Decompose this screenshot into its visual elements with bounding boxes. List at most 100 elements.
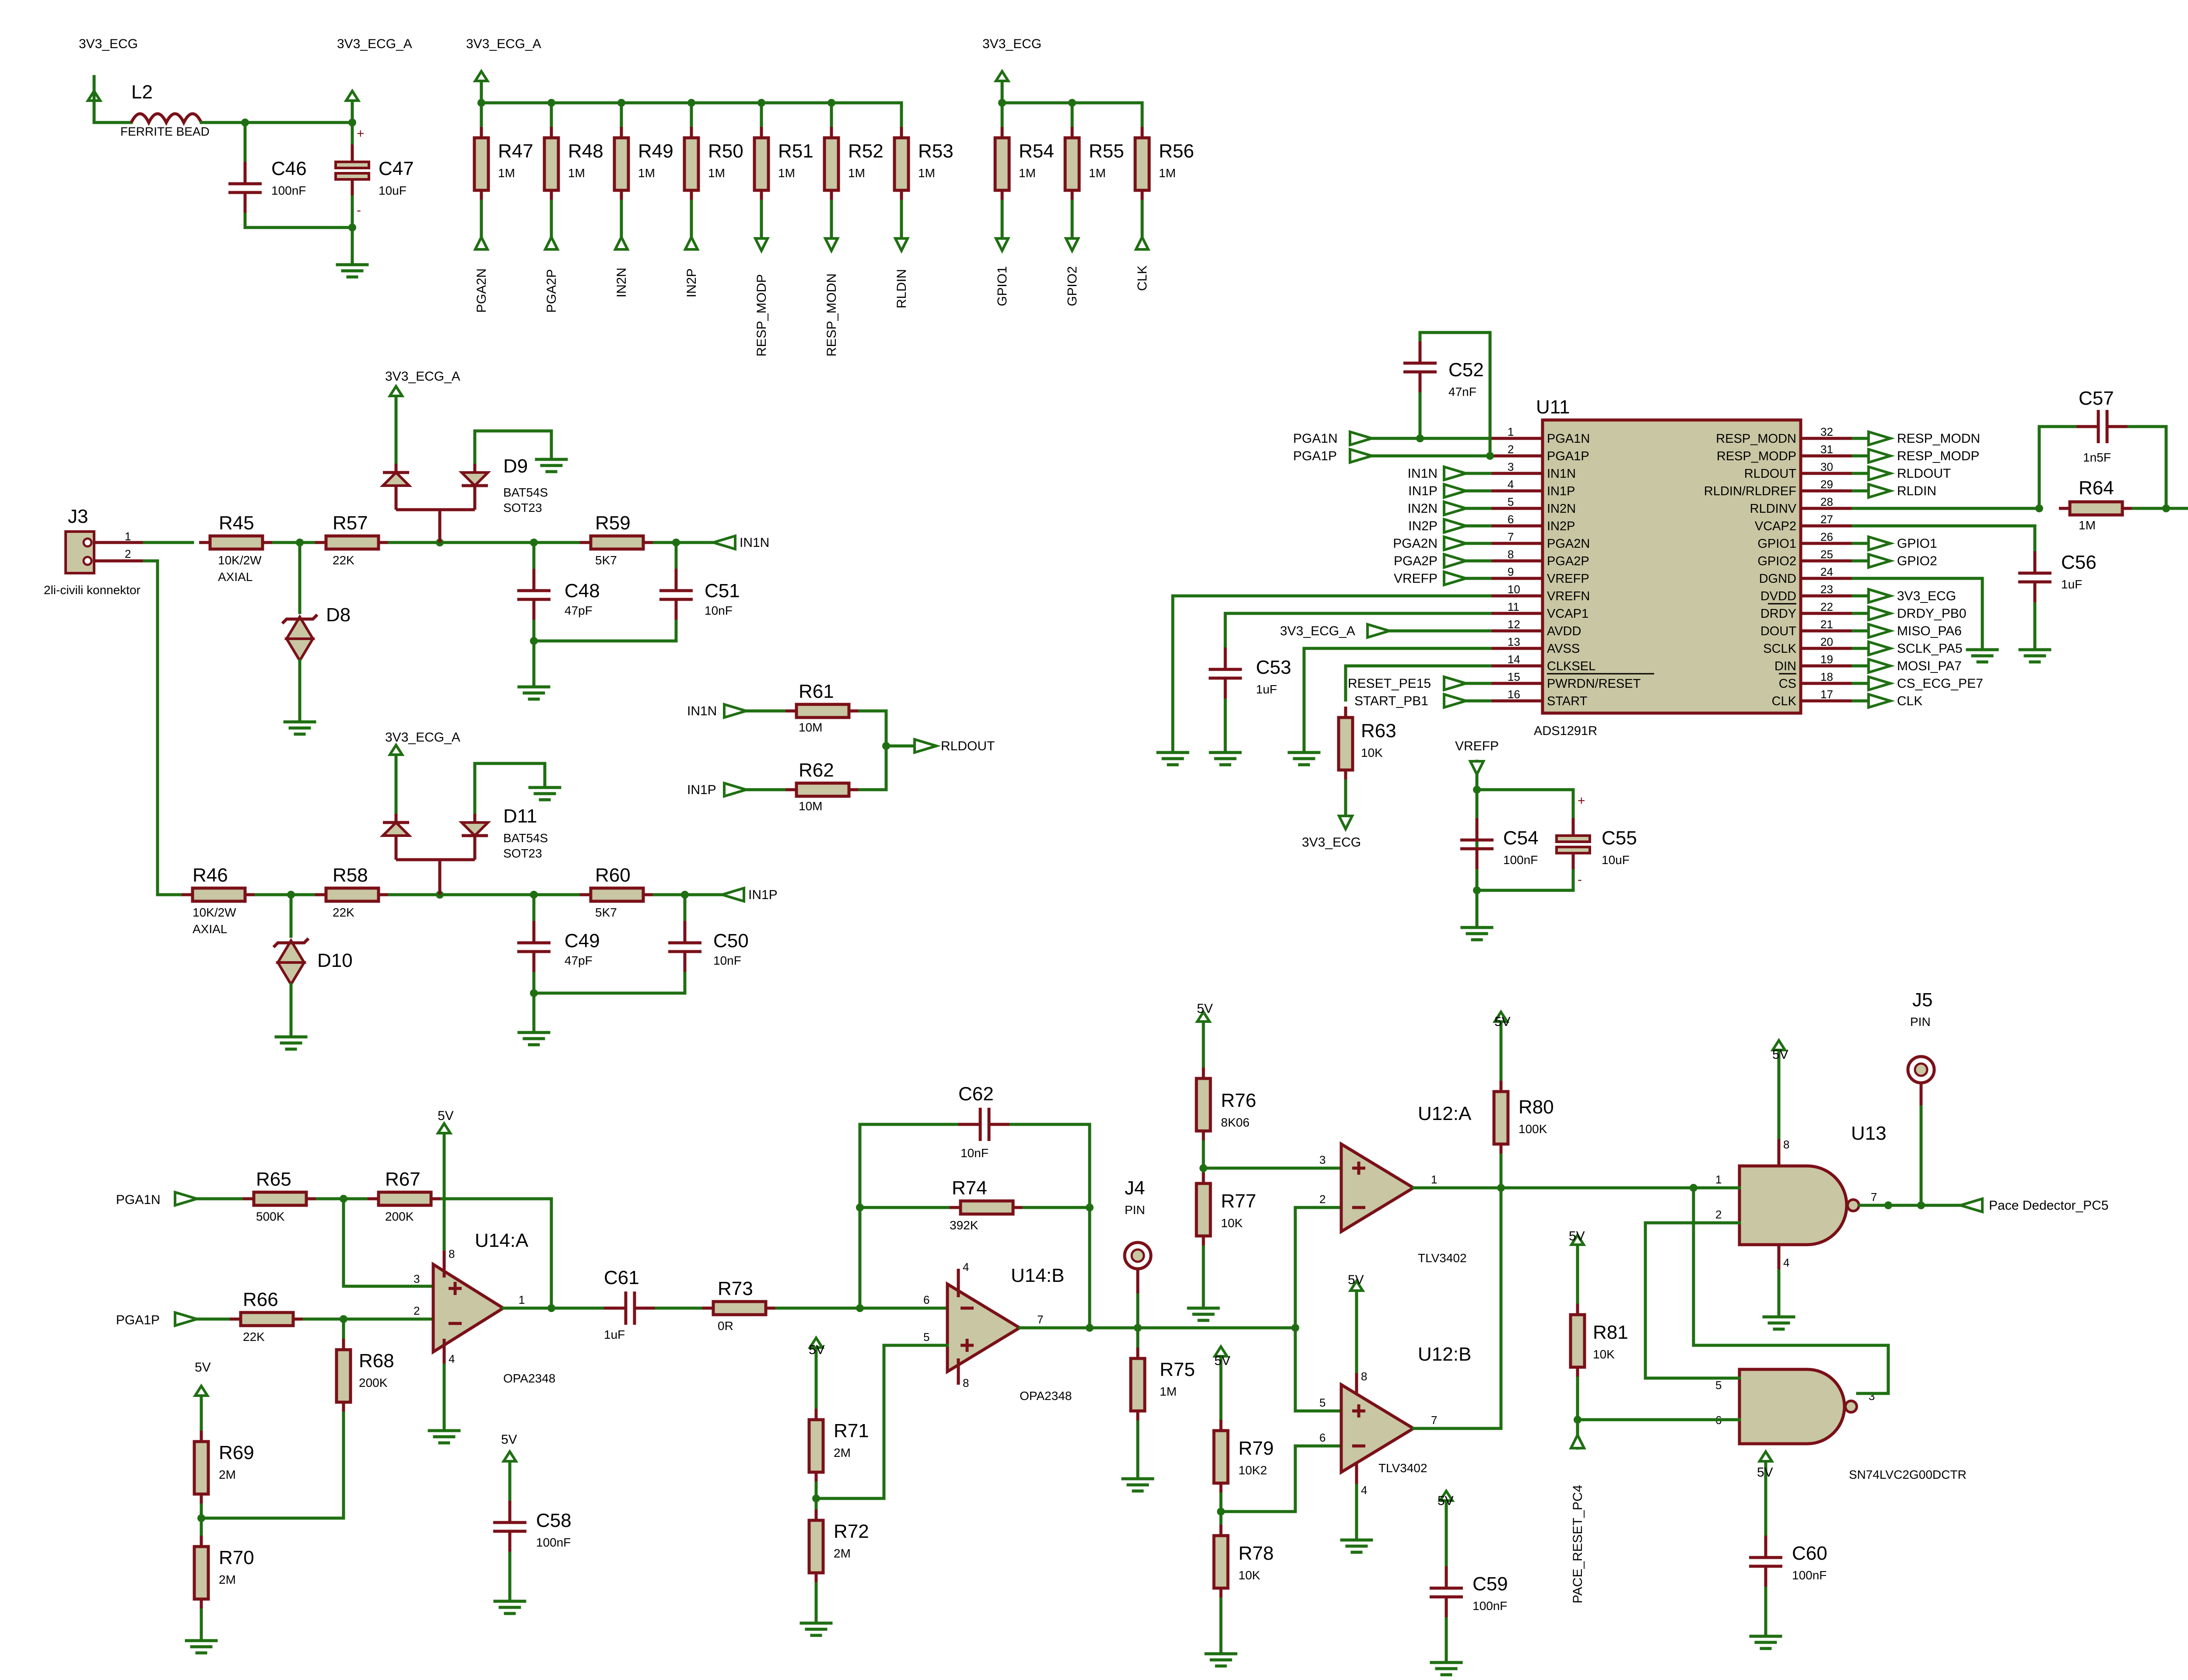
u11-pin-left-10: VREFN [1547, 589, 1590, 603]
svg-text:10K: 10K [1361, 746, 1383, 760]
u11-pin-right-25: GPIO2 [1757, 554, 1796, 568]
svg-text:IN1N: IN1N [687, 704, 717, 718]
net-rldin: RLDIN [894, 269, 909, 308]
svg-text:CS_ECG_PE7: CS_ECG_PE7 [1897, 676, 1983, 691]
svg-text:C62: C62 [958, 1083, 994, 1105]
svg-text:5V: 5V [438, 1109, 454, 1123]
svg-text:5V: 5V [1772, 1047, 1788, 1062]
svg-text:1M: 1M [638, 166, 655, 180]
svg-text:VREFP: VREFP [1394, 571, 1438, 586]
svg-text:R73: R73 [718, 1278, 753, 1299]
svg-text:VREFP: VREFP [1455, 739, 1499, 753]
net-3v3-ecg-a-2: 3V3_ECG_A [466, 37, 541, 51]
u11-pin-left-15: PWRDN/RESET [1547, 677, 1641, 691]
svg-text:27: 27 [1820, 513, 1833, 526]
val-c47: 10uF [379, 184, 407, 197]
svg-text:IN1N: IN1N [1408, 466, 1438, 481]
svg-text:R65: R65 [256, 1169, 291, 1190]
svg-text:R47: R47 [498, 140, 533, 162]
connector-j3[interactable] [64, 530, 95, 574]
u11-pin-left-13: AVSS [1547, 642, 1580, 656]
svg-text:10K: 10K [1593, 1348, 1615, 1361]
svg-text:9: 9 [1508, 565, 1514, 578]
svg-text:4: 4 [1783, 1256, 1789, 1269]
svg-text:BAT54S: BAT54S [503, 831, 548, 845]
svg-text:10nF: 10nF [705, 604, 733, 617]
ref-l2: L2 [131, 81, 153, 103]
svg-text:3V3_ECG: 3V3_ECG [1897, 589, 1956, 603]
val-j3: 2li-civili konnektor [44, 583, 140, 597]
svg-text:-: - [1578, 872, 1582, 887]
u11-pin-right-21: DOUT [1760, 624, 1796, 638]
svg-text:3: 3 [1869, 1390, 1875, 1403]
svg-text:5V: 5V [1494, 1015, 1511, 1029]
u11-pin-right-17: CLK [1772, 694, 1797, 708]
svg-text:31: 31 [1820, 443, 1833, 456]
u11-pin-left-12: AVDD [1547, 624, 1581, 638]
svg-text:5V: 5V [1569, 1229, 1585, 1243]
svg-text:D10: D10 [317, 950, 353, 971]
svg-text:1M: 1M [708, 166, 725, 180]
svg-text:R46: R46 [193, 864, 228, 886]
svg-text:C54: C54 [1503, 827, 1539, 849]
svg-text:1M: 1M [1089, 166, 1106, 180]
net-resp-modn: RESP_MODN [824, 273, 839, 357]
svg-text:D9: D9 [503, 455, 528, 477]
net-3v3-ecg: 3V3_ECG [79, 37, 138, 51]
net-pga2p: PGA2P [544, 269, 559, 313]
u11-pin-left-16: START [1547, 694, 1588, 708]
svg-text:SCLK_PA5: SCLK_PA5 [1897, 641, 1963, 656]
u11-pin-left-14: CLKSEL [1547, 659, 1595, 673]
svg-text:6: 6 [1319, 1431, 1325, 1444]
svg-text:R60: R60 [595, 864, 631, 886]
svg-text:22K: 22K [333, 906, 354, 919]
svg-text:5V: 5V [1757, 1465, 1773, 1480]
svg-text:2M: 2M [834, 1547, 851, 1560]
svg-text:OPA2348: OPA2348 [1020, 1389, 1072, 1403]
net-clk: CLK [1135, 266, 1150, 291]
svg-text:5V: 5V [1348, 1273, 1364, 1287]
svg-text:C51: C51 [705, 580, 740, 602]
svg-text:MOSI_PA7: MOSI_PA7 [1897, 659, 1962, 673]
svg-text:IN2N: IN2N [1408, 501, 1438, 516]
svg-text:R71: R71 [834, 1420, 869, 1442]
svg-text:SOT23: SOT23 [503, 501, 542, 514]
svg-text:R68: R68 [359, 1350, 394, 1372]
svg-text:24: 24 [1820, 565, 1833, 578]
svg-text:5: 5 [1319, 1396, 1325, 1409]
svg-text:5V: 5V [1197, 1001, 1213, 1016]
svg-text:47pF: 47pF [565, 604, 593, 617]
svg-text:D11: D11 [503, 805, 537, 827]
svg-text:5V: 5V [501, 1432, 517, 1447]
svg-text:3: 3 [1508, 460, 1514, 473]
svg-text:ADS1291R: ADS1291R [1534, 724, 1597, 738]
svg-text:R52: R52 [848, 140, 884, 162]
svg-text:13: 13 [1508, 635, 1520, 648]
svg-text:10K: 10K [1221, 1216, 1243, 1230]
svg-text:1M: 1M [498, 166, 515, 180]
svg-text:1n5F: 1n5F [2083, 451, 2111, 464]
svg-text:1: 1 [1431, 1173, 1437, 1186]
svg-text:C48: C48 [565, 580, 600, 602]
svg-text:R55: R55 [1089, 140, 1124, 162]
svg-text:PGA1N: PGA1N [116, 1193, 161, 1207]
svg-text:8: 8 [963, 1376, 969, 1390]
u11-pin-left-3: IN1N [1547, 467, 1576, 481]
svg-text:5V: 5V [1438, 1494, 1454, 1508]
svg-text:C56: C56 [2061, 552, 2097, 573]
svg-text:10K2: 10K2 [1238, 1463, 1267, 1477]
svg-text:4: 4 [449, 1352, 455, 1365]
svg-text:-: - [357, 203, 361, 217]
svg-text:R62: R62 [799, 760, 834, 781]
svg-text:TLV3402: TLV3402 [1418, 1251, 1467, 1265]
diode-d9 [379, 464, 491, 542]
svg-text:1uF: 1uF [1256, 682, 1277, 696]
svg-text:47pF: 47pF [565, 954, 593, 967]
svg-text:IN1P: IN1P [1408, 484, 1438, 498]
val-c46: 100nF [271, 184, 306, 197]
svg-text:C53: C53 [1256, 657, 1291, 678]
svg-text:MISO_PA6: MISO_PA6 [1897, 624, 1962, 638]
